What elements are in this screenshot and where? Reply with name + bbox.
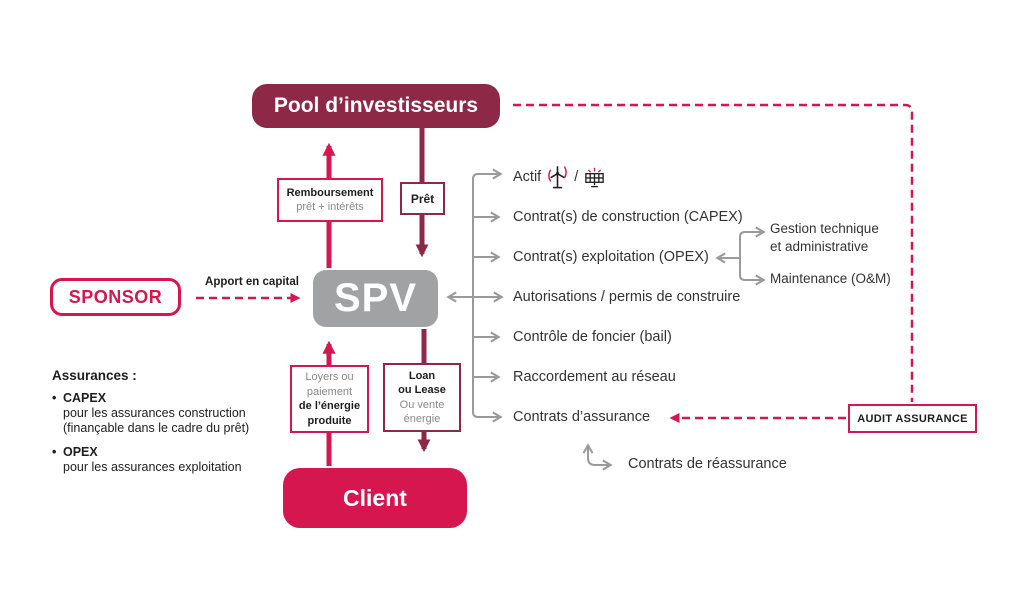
gestion-line2: et administrative	[770, 239, 869, 254]
opex-bracket	[739, 226, 766, 286]
client-label: Client	[343, 484, 407, 511]
item-label: Contrôle de foncier (bail)	[513, 329, 672, 345]
remboursement-line2: prêt + intérêts	[296, 201, 364, 213]
right-item-exploitation-opex: Contrat(s) exploitation (OPEX)	[513, 246, 709, 268]
audit-assurance-node: AUDIT ASSURANCE	[848, 404, 977, 433]
right-item-actif: Actif /	[513, 165, 606, 188]
item-label: Autorisations / permis de construire	[513, 289, 741, 305]
audit-label: AUDIT ASSURANCE	[857, 412, 968, 425]
bullet-icon: •	[52, 391, 57, 405]
right-item-autorisations: Autorisations / permis de construire	[513, 286, 740, 308]
tree-spine	[472, 168, 503, 423]
loyers-label-box: Loyers ou paiement de l’énergie produite	[290, 365, 369, 433]
right-item-controle-foncier: Contrôle de foncier (bail)	[513, 326, 672, 348]
spv-label: SPV	[333, 276, 418, 320]
maintenance-label: Maintenance (O&M)	[770, 271, 891, 286]
capex-line1: pour les assurances construction	[63, 406, 246, 420]
pret-label-box: Prêt	[400, 182, 445, 215]
capex-line2: (finançable dans le cadre du prêt)	[63, 421, 250, 435]
item-label: Contrat(s) exploitation (OPEX)	[513, 249, 709, 265]
loyers-line1: Loyers ou	[305, 371, 354, 383]
wind-turbine-icon	[548, 165, 568, 188]
item-label: Contrats d’assurance	[513, 409, 651, 425]
item-label: Raccordement au réseau	[513, 369, 676, 385]
assurances-legend: Assurances : • CAPEX pour les assurances…	[52, 368, 282, 484]
loan-line4: énergie	[403, 413, 441, 425]
sponsor-node: SPONSOR	[50, 278, 181, 316]
gestion-technique-label: Gestion technique et administrative	[770, 220, 879, 256]
remboursement-line1: Remboursement	[286, 187, 374, 199]
item-label: Contrat(s) de construction (CAPEX)	[513, 209, 743, 225]
opex-title: OPEX	[63, 445, 98, 459]
solar-panel-icon	[585, 167, 605, 187]
capex-title: CAPEX	[63, 391, 107, 405]
opex-text: OPEX pour les assurances exploitation	[63, 445, 242, 475]
loan-label-box: Loan ou Lease Ou vente énergie	[383, 363, 461, 432]
loan-line3: Ou vente	[399, 398, 445, 411]
apport-en-capital-label: Apport en capital	[205, 276, 299, 288]
reassurance-elbow	[582, 443, 613, 471]
contrats-reassurance-label: Contrats de réassurance	[628, 456, 787, 472]
assurances-capex-item: • CAPEX pour les assurances construction…	[52, 391, 282, 436]
remboursement-label-box: Remboursement prêt + intérêts	[277, 178, 383, 222]
loan-line1: Loan	[408, 369, 436, 382]
loyers-line3: de l’énergie	[298, 400, 361, 412]
actif-label: Actif	[513, 169, 542, 185]
pret-label: Prêt	[410, 191, 435, 206]
icon-separator: /	[574, 169, 579, 185]
assurances-title: Assurances :	[52, 368, 137, 383]
right-item-construction-capex: Contrat(s) de construction (CAPEX)	[513, 206, 743, 228]
loyers-line2: paiement	[306, 385, 353, 398]
bullet-icon: •	[52, 445, 57, 459]
pool-investisseurs-node: Pool d’investisseurs	[252, 84, 500, 128]
right-item-contrats-assurance: Contrats d’assurance	[513, 406, 650, 428]
sponsor-label: SPONSOR	[68, 286, 163, 307]
spv-node: SPV	[313, 270, 438, 327]
right-item-raccordement: Raccordement au réseau	[513, 366, 676, 388]
loan-line2: ou Lease	[398, 384, 446, 396]
capex-text: CAPEX pour les assurances construction (…	[63, 391, 249, 436]
pool-label: Pool d’investisseurs	[273, 94, 479, 117]
client-node: Client	[283, 468, 467, 528]
opex-line: pour les assurances exploitation	[63, 460, 242, 474]
loyers-line4: produite	[307, 414, 352, 427]
assurances-opex-item: • OPEX pour les assurances exploitation	[52, 445, 282, 475]
gestion-line1: Gestion technique	[770, 221, 879, 236]
